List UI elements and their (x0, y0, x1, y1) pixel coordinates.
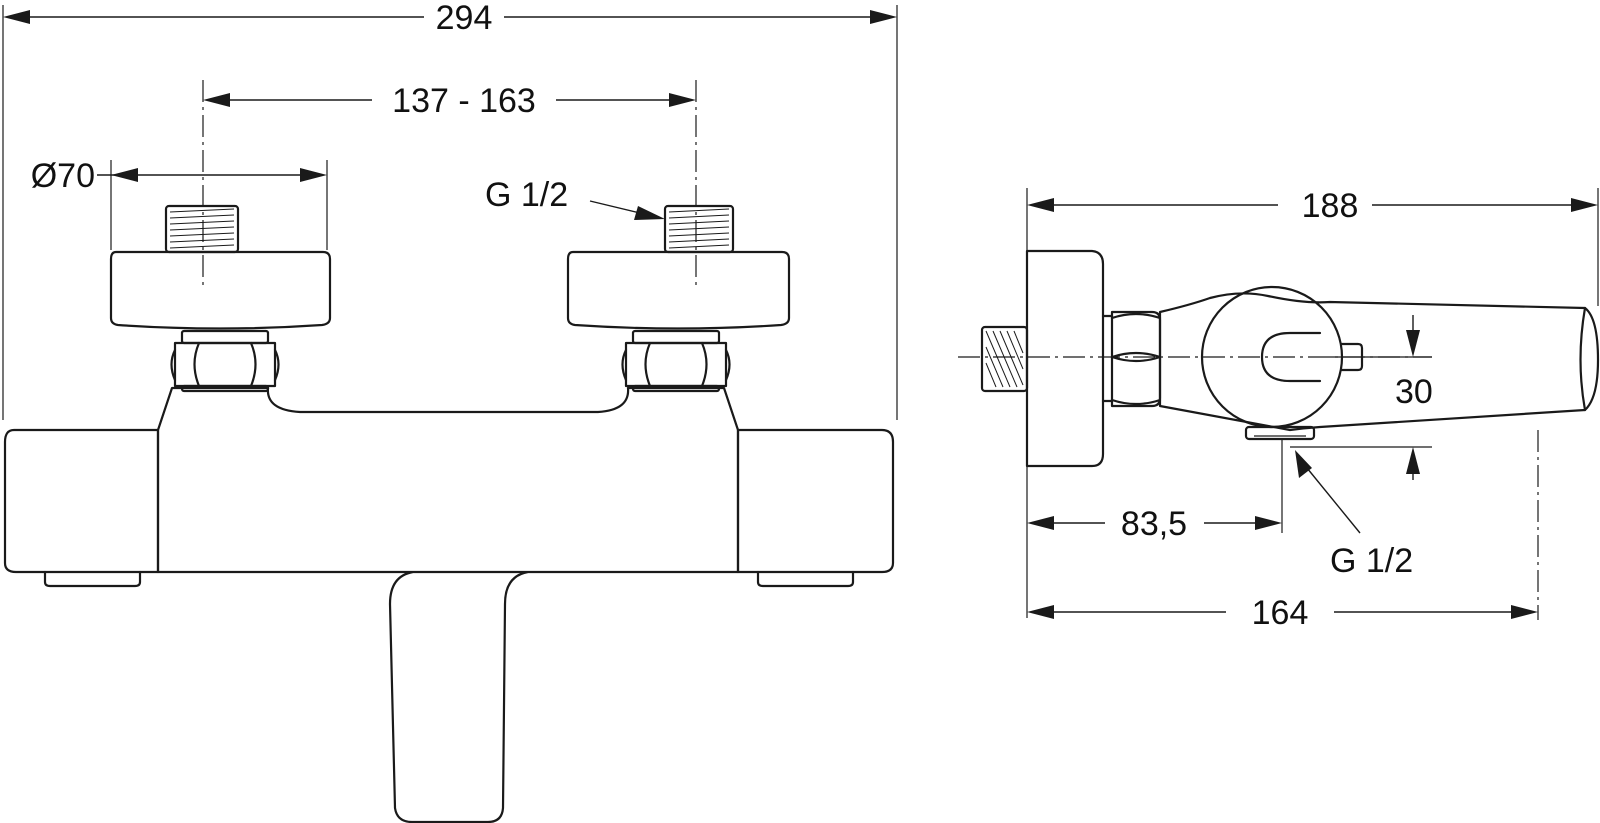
hex-nut-right (621, 329, 731, 393)
dim-overall-depth: 188 (1302, 187, 1359, 225)
escutcheon-left (109, 250, 332, 330)
dim-depth-to-lever: 164 (1252, 594, 1309, 632)
side-escutcheon (1025, 249, 1105, 468)
thermostat-handle-left (3, 428, 160, 574)
thread-stub-left (164, 204, 240, 254)
label-outlet-thread: G 1/2 (1330, 542, 1413, 580)
side-thread-stub (980, 325, 1029, 393)
dim-escutcheon-diameter: Ø70 (31, 157, 95, 195)
flow-handle-right (736, 428, 895, 574)
side-handle-slot (1260, 331, 1322, 383)
front-view: 294 137 - 163 Ø70 G 1/2 (2, 0, 898, 823)
dim-overall-width: 294 (436, 0, 493, 37)
dim-inlet-centers: 137 - 163 (392, 82, 536, 120)
dim-offset: 30 (1395, 373, 1433, 411)
side-outlet (1244, 425, 1316, 441)
label-inlet-thread: G 1/2 (485, 176, 568, 214)
side-view: 188 83,5 164 30 G 1/2 (958, 187, 1600, 632)
escutcheon-right (566, 250, 791, 330)
hex-nut-left (170, 329, 280, 393)
thread-stub-right (663, 204, 735, 254)
dim-depth-to-outlet: 83,5 (1121, 505, 1187, 543)
side-hex-nut (1110, 310, 1162, 408)
mixer-body (156, 386, 740, 823)
